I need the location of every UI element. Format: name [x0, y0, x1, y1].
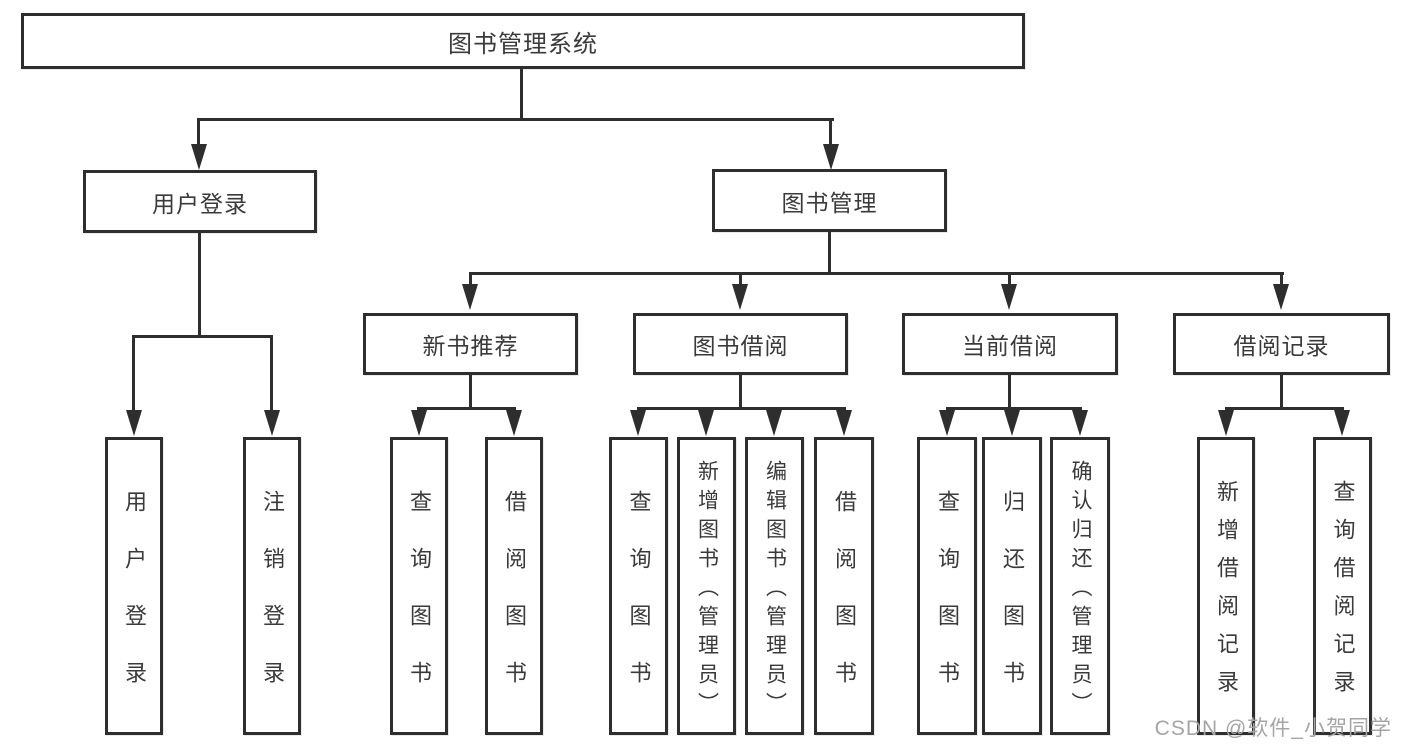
node-new-book-rec: 新书推荐	[363, 313, 578, 375]
node-rec-borrow-books: 借阅图书	[485, 437, 543, 735]
connector-rec-stem	[469, 375, 472, 410]
node-bb-query-books: 查询图书	[609, 437, 668, 735]
arrow-down-icon	[630, 410, 646, 436]
arrow-down-icon	[1334, 410, 1350, 436]
connector-l3-drop	[739, 272, 742, 286]
csdn-watermark: CSDN @软件_小贺同学	[1154, 717, 1392, 740]
connector-userlogin-stem	[198, 233, 201, 338]
arrow-down-icon	[1072, 410, 1088, 436]
connector-records-bar	[1225, 407, 1344, 410]
node-user-login: 用户登录	[83, 170, 317, 233]
connector-root-left-drop	[197, 118, 200, 146]
arrow-down-icon	[462, 284, 478, 310]
connector-l3-drop	[1008, 272, 1011, 286]
connector-records-stem	[1280, 375, 1283, 410]
connector-userlogin-right-drop	[270, 335, 273, 410]
arrow-down-icon	[732, 284, 748, 310]
connector-l3-drop	[1280, 272, 1283, 286]
node-borrow-records: 借阅记录	[1173, 313, 1390, 375]
node-bb-borrow-books: 借阅图书	[814, 437, 874, 735]
arrow-down-icon	[411, 410, 427, 436]
node-logout: 注销登录	[243, 437, 301, 735]
connector-l3-drop	[469, 272, 472, 286]
node-cb-query-books: 查询图书	[917, 437, 977, 735]
connector-borrow-bar	[637, 407, 846, 410]
connector-current-bar	[946, 407, 1082, 410]
arrow-down-icon	[1218, 410, 1234, 436]
arrow-down-icon	[698, 410, 714, 436]
node-book-borrow: 图书借阅	[633, 313, 848, 375]
arrow-down-icon	[836, 410, 852, 436]
connector-borrow-stem	[739, 375, 742, 410]
arrow-down-icon	[264, 410, 280, 436]
connector-root-stem	[520, 68, 523, 121]
connector-root-right-drop	[829, 118, 832, 146]
connector-userlogin-left-drop	[132, 335, 135, 410]
connector-bookmgmt-bar	[469, 272, 1284, 275]
node-login: 用户登录	[105, 437, 163, 735]
node-bb-add-books: 新增图书（管理员）	[677, 437, 736, 735]
connector-bookmgmt-stem	[828, 232, 831, 275]
arrow-down-icon	[1004, 410, 1020, 436]
arrow-down-icon	[766, 410, 782, 436]
arrow-down-icon	[1001, 284, 1017, 310]
node-cb-return-books: 归还图书	[982, 437, 1042, 735]
arrow-down-icon	[823, 144, 839, 170]
arrow-down-icon	[191, 144, 207, 170]
node-cb-confirm-return: 确认归还（管理员）	[1050, 437, 1110, 735]
arrow-down-icon	[506, 410, 522, 436]
node-rec-query-books: 查询图书	[390, 437, 448, 735]
node-book-mgmt: 图书管理	[712, 169, 947, 232]
connector-rec-bar	[417, 407, 516, 410]
node-bb-edit-books: 编辑图书（管理员）	[745, 437, 804, 735]
connector-root-bar	[197, 118, 834, 121]
node-current-borrow: 当前借阅	[902, 313, 1118, 375]
arrow-down-icon	[126, 410, 142, 436]
node-br-add-record: 新增借阅记录	[1197, 437, 1255, 735]
node-br-query-record: 查询借阅记录	[1313, 437, 1372, 735]
connector-current-stem	[1008, 375, 1011, 410]
arrow-down-icon	[1273, 284, 1289, 310]
connector-userlogin-bar	[132, 335, 273, 338]
node-root: 图书管理系统	[21, 13, 1025, 69]
arrow-down-icon	[939, 410, 955, 436]
